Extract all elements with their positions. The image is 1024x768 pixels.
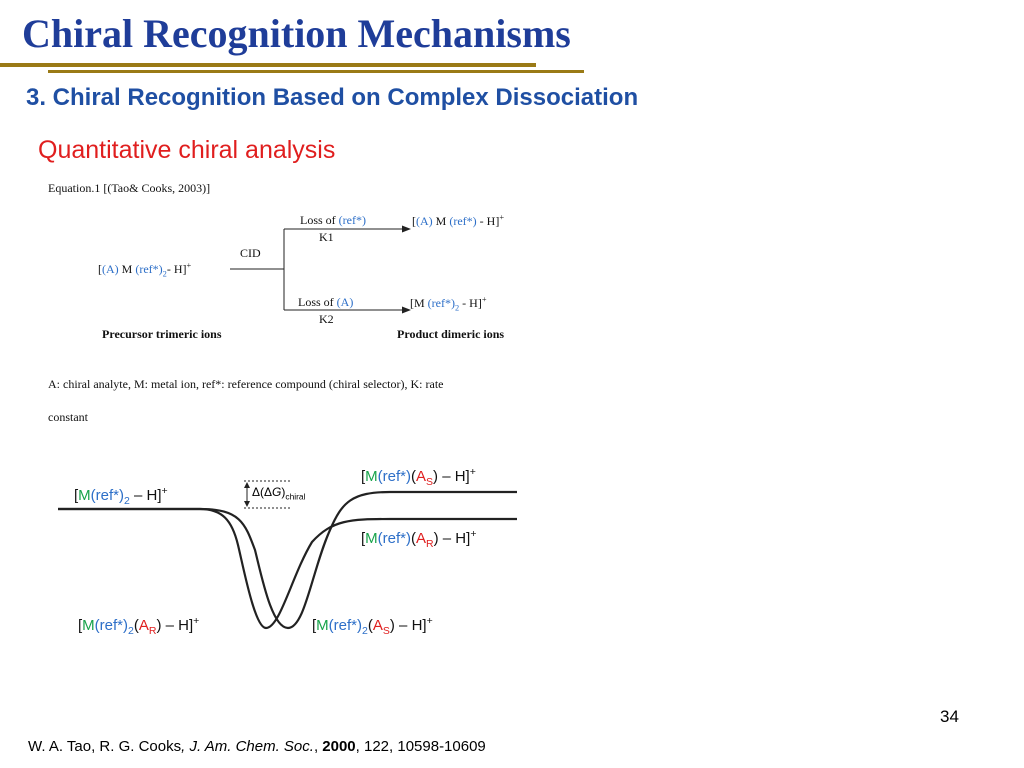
legend-line-1: A: chiral analyte, M: metal ion, ref*: r… [48, 377, 444, 391]
page-number: 34 [940, 707, 959, 726]
precursor-caption: Precursor trimeric ions [102, 327, 222, 341]
upper-loss-label: Loss of (ref*) [300, 213, 366, 227]
title-rule-bottom [48, 70, 584, 73]
citation: W. A. Tao, R. G. Cooks, J. Am. Chem. Soc… [28, 738, 486, 755]
delta-g-label: Δ(ΔG)chiral [252, 485, 306, 502]
slide-title: Chiral Recognition Mechanisms [22, 11, 571, 56]
slide-subtitle: 3. Chiral Recognition Based on Complex D… [26, 84, 639, 111]
title-rule-top [0, 63, 536, 67]
lower-product-ion: [M (ref*)2 - H]+ [410, 295, 487, 313]
cid-label: CID [240, 246, 261, 260]
energy-curves [58, 480, 517, 630]
legend-line-2: constant [48, 410, 88, 424]
upper-product-ion: [(A) M (ref*) - H]+ [412, 213, 505, 228]
left-ion-label: [M(ref*)2 – H]+ [74, 485, 168, 507]
bottom-left-ion-label: [M(ref*)2(AR) – H]+ [78, 615, 200, 637]
k1-label: K1 [319, 230, 334, 244]
lower-loss-label: Loss of (A) [298, 295, 354, 309]
branch-arrows [230, 225, 411, 314]
k2-label: K2 [319, 312, 334, 326]
mid-right-ion-label: [M(ref*)(AR) – H]+ [361, 528, 477, 550]
equation-label: Equation.1 [(Tao& Cooks, 2003)] [48, 181, 211, 195]
precursor-ion: [(A) M (ref*)2- H]+ [98, 261, 192, 279]
top-right-ion-label: [M(ref*)(AS) – H]+ [361, 466, 476, 488]
bottom-right-ion-label: [M(ref*)2(AS) – H]+ [312, 615, 433, 637]
section-heading: Quantitative chiral analysis [38, 136, 336, 164]
product-caption: Product dimeric ions [397, 327, 505, 341]
